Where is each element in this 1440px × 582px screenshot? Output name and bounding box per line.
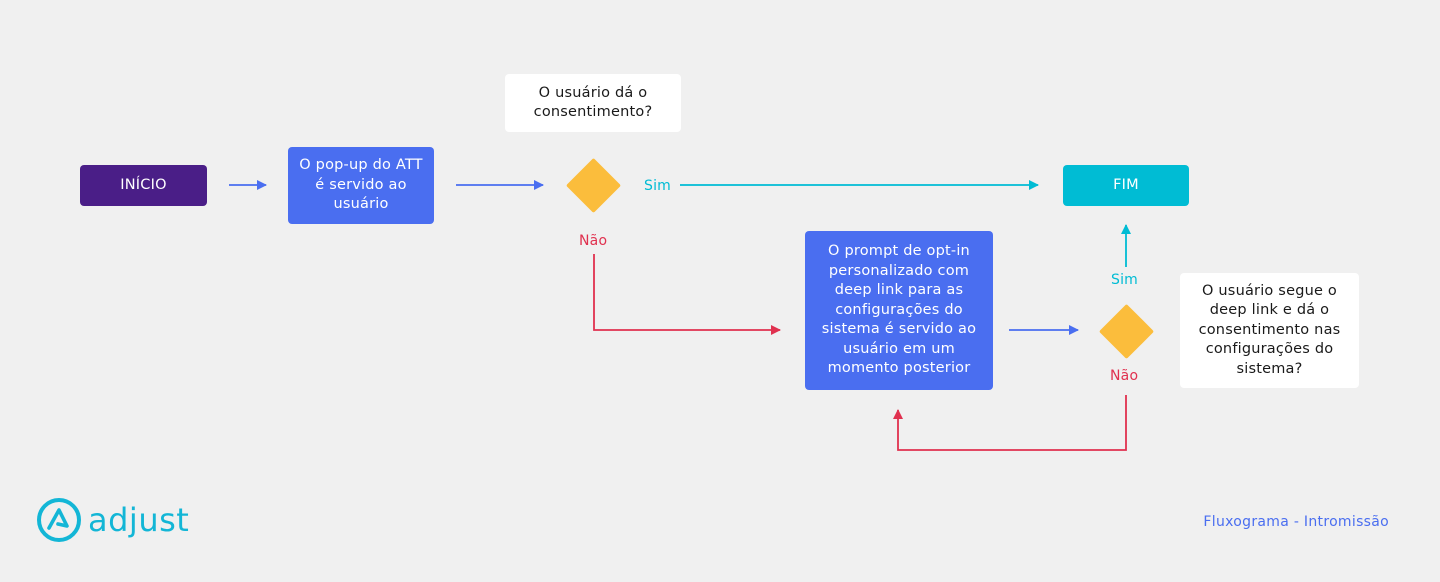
opt-in-prompt-node: O prompt de opt-in personalizado com dee…: [805, 231, 993, 390]
start-node: INÍCIO: [80, 165, 207, 206]
consent-question-box: O usuário dá o consentimento?: [505, 74, 681, 132]
diagram-caption: Fluxograma - Intromissão: [1203, 514, 1389, 530]
branch-yes-label-2: Sim: [1111, 272, 1139, 288]
deep-link-question-label: O usuário segue o deep link e dá o conse…: [1198, 282, 1341, 377]
att-popup-label: O pop-up do ATT é servido ao usuário: [299, 157, 423, 213]
consent-question-label: O usuário dá o consentimento?: [533, 84, 653, 121]
arrow-no-loop-back: [893, 395, 1127, 451]
branch-no-label-2: Não: [1110, 368, 1139, 384]
branch-yes-label-1: Sim: [644, 178, 672, 194]
arrow-no-to-prompt: [593, 254, 781, 335]
end-node: FIM: [1063, 165, 1189, 206]
end-node-label: FIM: [1113, 176, 1139, 193]
adjust-logo-text: adjust: [88, 501, 190, 539]
adjust-logo: adjust: [36, 497, 189, 543]
att-popup-node: O pop-up do ATT é servido ao usuário: [288, 147, 434, 224]
branch-no-label-1: Não: [579, 233, 608, 249]
opt-in-prompt-label: O prompt de opt-in personalizado com dee…: [821, 243, 977, 377]
adjust-logo-icon: [37, 498, 81, 542]
start-node-label: INÍCIO: [120, 176, 167, 193]
deep-link-question-box: O usuário segue o deep link e dá o conse…: [1180, 273, 1359, 388]
